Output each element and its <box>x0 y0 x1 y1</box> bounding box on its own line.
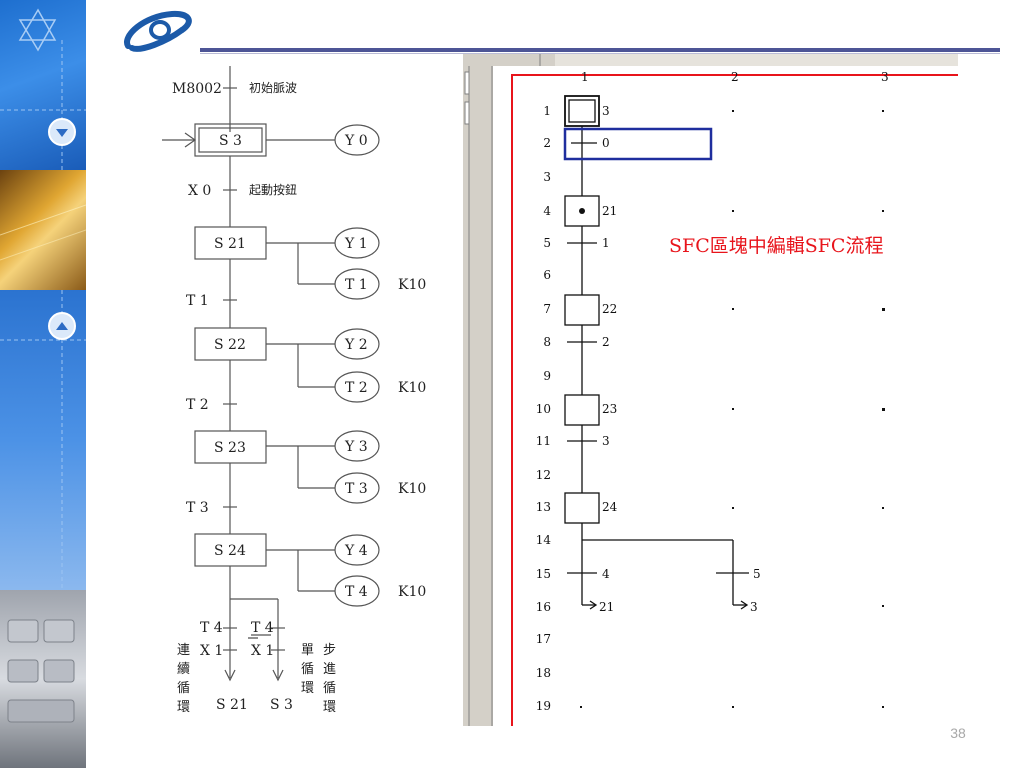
svg-text:進: 進 <box>323 662 336 677</box>
output-coil-y0 <box>334 124 380 156</box>
row-number: 3 <box>543 170 551 184</box>
editor-left-panel <box>463 66 493 726</box>
output-y2-label: Y 2 <box>344 337 368 353</box>
row-numbers: 1 2 3 4 5 6 7 8 9 10 11 12 13 14 15 16 1… <box>536 104 552 713</box>
row-number: 8 <box>543 335 551 349</box>
branch-left-cond-label: X 1 <box>200 643 223 659</box>
step-cycle-label: 步 進 循 環 <box>323 643 336 715</box>
row-number: 13 <box>536 500 551 514</box>
svg-text:續: 續 <box>177 662 190 677</box>
row-number: 18 <box>536 666 551 680</box>
timer-t3-setting: K10 <box>398 481 426 497</box>
cell-label: 21 <box>602 204 617 218</box>
step-s21-label: S 21 <box>214 236 246 252</box>
row-number: 16 <box>536 600 551 614</box>
timer-t1-label: T 1 <box>345 277 368 293</box>
row-number: 19 <box>536 699 551 713</box>
transition-t1-label: T 1 <box>186 293 209 309</box>
column-header-1: 1 <box>581 70 589 84</box>
scroll-down-icon <box>48 118 76 146</box>
branch-left-top-label: T 4 <box>200 620 223 636</box>
branch-left-target: S 21 <box>216 697 248 713</box>
cell-label: 0 <box>602 136 610 150</box>
row-number: 15 <box>536 567 551 581</box>
start-contact-comment: 起動按鈕 <box>249 183 297 197</box>
top-contact-label: M8002 <box>172 81 222 97</box>
row-number: 14 <box>536 533 552 547</box>
continuous-cycle-label: 連 續 循 環 <box>177 643 190 715</box>
row-number: 7 <box>543 302 551 316</box>
timer-t4-label: T 4 <box>345 584 368 600</box>
timer-t2-label: T 2 <box>345 380 368 396</box>
initial-step-label: S 3 <box>219 133 242 149</box>
svg-text:循: 循 <box>177 681 190 696</box>
decorative-side-strip <box>0 0 86 768</box>
svg-text:環: 環 <box>301 681 314 696</box>
svg-text:環: 環 <box>177 700 190 715</box>
top-contact-comment: 初始脈波 <box>249 81 297 95</box>
sfc-cursor-selection[interactable] <box>563 127 713 161</box>
output-y0-label: Y 0 <box>344 133 368 149</box>
branch-right-cond-label: X 1 <box>251 643 274 659</box>
side-strip-decoration <box>0 8 86 723</box>
output-y1-label: Y 1 <box>344 236 368 252</box>
row-number: 17 <box>536 632 551 646</box>
row-number: 9 <box>543 369 551 383</box>
title-rule <box>200 48 1000 52</box>
svg-text:循: 循 <box>301 662 314 677</box>
svg-text:連: 連 <box>177 643 190 658</box>
callout-text: SFC區塊中編輯SFC流程 <box>669 235 883 257</box>
row-number: 4 <box>543 204 551 218</box>
cell-label: 24 <box>602 500 618 514</box>
row-number: 1 <box>543 104 551 118</box>
svg-text:循: 循 <box>323 681 336 696</box>
transition-t2-label: T 2 <box>186 397 209 413</box>
row-number: 11 <box>536 434 551 448</box>
scroll-up-icon <box>48 312 76 340</box>
timer-t3-label: T 3 <box>345 481 368 497</box>
ladder-labels: M8002 初始脈波 S 3 Y 0 X 0 起動按鈕 S 21 Y 1 T 1… <box>172 81 426 715</box>
row-number: 12 <box>536 468 551 482</box>
grid-dots <box>580 110 885 708</box>
step-s22-label: S 22 <box>214 337 246 353</box>
sfc-editor-screenshot: 1 2 3 1 2 3 4 5 6 7 8 9 10 11 12 13 14 1… <box>463 54 958 726</box>
sfc-ladder-diagram: M8002 初始脈波 S 3 Y 0 X 0 起動按鈕 S 21 Y 1 T 1… <box>162 66 426 715</box>
orbit-logo-icon <box>124 10 192 52</box>
title-rule-underline <box>200 53 1000 54</box>
cell-label: 3 <box>602 434 610 448</box>
row-number: 10 <box>536 402 551 416</box>
active-step-dot-icon <box>579 208 585 214</box>
svg-text:步: 步 <box>323 643 336 658</box>
timer-t2-setting: K10 <box>398 380 426 396</box>
column-header-3: 3 <box>881 70 889 84</box>
start-contact-label: X 0 <box>188 183 211 199</box>
cell-label: 1 <box>602 236 610 250</box>
cell-label: 22 <box>602 302 617 316</box>
cell-label: 21 <box>599 600 614 614</box>
timer-t4-setting: K10 <box>398 584 426 600</box>
output-y3-label: Y 3 <box>344 439 368 455</box>
row-number: 6 <box>543 268 551 282</box>
column-header-2: 2 <box>731 70 739 84</box>
output-y4-label: Y 4 <box>344 543 368 559</box>
editor-highlight-frame <box>511 74 958 726</box>
page-number: 38 <box>950 725 966 741</box>
branch-right-top-label: T 4 <box>251 620 274 636</box>
branch-right-target: S 3 <box>270 697 293 713</box>
cell-label: 3 <box>602 104 610 118</box>
transition-t3-label: T 3 <box>186 500 209 516</box>
step-s23-label: S 23 <box>214 440 246 456</box>
step-s24-label: S 24 <box>214 543 246 559</box>
timer-t1-setting: K10 <box>398 277 426 293</box>
cell-label: 2 <box>602 335 610 349</box>
cell-label: 3 <box>750 600 758 614</box>
cell-label: 5 <box>753 567 761 581</box>
svg-text:單: 單 <box>301 643 314 658</box>
svg-text:環: 環 <box>323 700 336 715</box>
cell-label: 4 <box>602 567 610 581</box>
row-number: 2 <box>543 136 551 150</box>
cell-label: 23 <box>602 402 617 416</box>
row-number: 5 <box>543 236 551 250</box>
single-cycle-label: 單 循 環 <box>301 643 314 696</box>
